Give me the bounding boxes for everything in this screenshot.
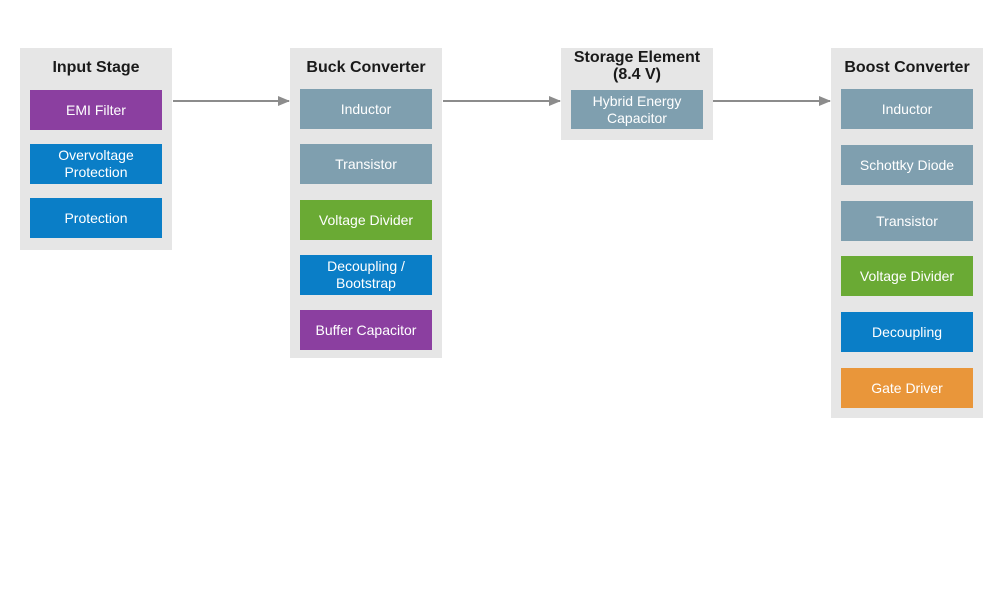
block-inductor: Inductor (300, 89, 432, 129)
block-overvoltage-protection: Overvoltage Protection (30, 144, 162, 184)
block-hybrid-energy-capacitor: Hybrid Energy Capacitor (571, 90, 703, 129)
block-voltage-divider: Voltage Divider (841, 256, 973, 296)
block-emi-filter: EMI Filter (30, 90, 162, 130)
block-schottky-diode: Schottky Diode (841, 145, 973, 185)
stage-title: Boost Converter (844, 59, 970, 76)
stage-buck-converter: Buck Converter Inductor Transistor Volta… (290, 48, 442, 358)
stage-title: Buck Converter (306, 59, 426, 76)
block-voltage-divider: Voltage Divider (300, 200, 432, 240)
stage-title: Input Stage (52, 59, 140, 76)
block-buffer-capacitor: Buffer Capacitor (300, 310, 432, 350)
stage-title: Storage Element (8.4 V) (573, 49, 701, 83)
stage-storage-element: Storage Element (8.4 V) Hybrid Energy Ca… (561, 48, 713, 140)
stage-input: Input Stage EMI Filter Overvoltage Prote… (20, 48, 172, 250)
block-decoupling: Decoupling (841, 312, 973, 352)
block-transistor: Transistor (300, 144, 432, 184)
block-gate-driver: Gate Driver (841, 368, 973, 408)
block-inductor: Inductor (841, 89, 973, 129)
block-transistor: Transistor (841, 201, 973, 241)
block-protection: Protection (30, 198, 162, 238)
block-decoupling-bootstrap: Decoupling / Bootstrap (300, 255, 432, 295)
stage-boost-converter: Boost Converter Inductor Schottky Diode … (831, 48, 983, 418)
